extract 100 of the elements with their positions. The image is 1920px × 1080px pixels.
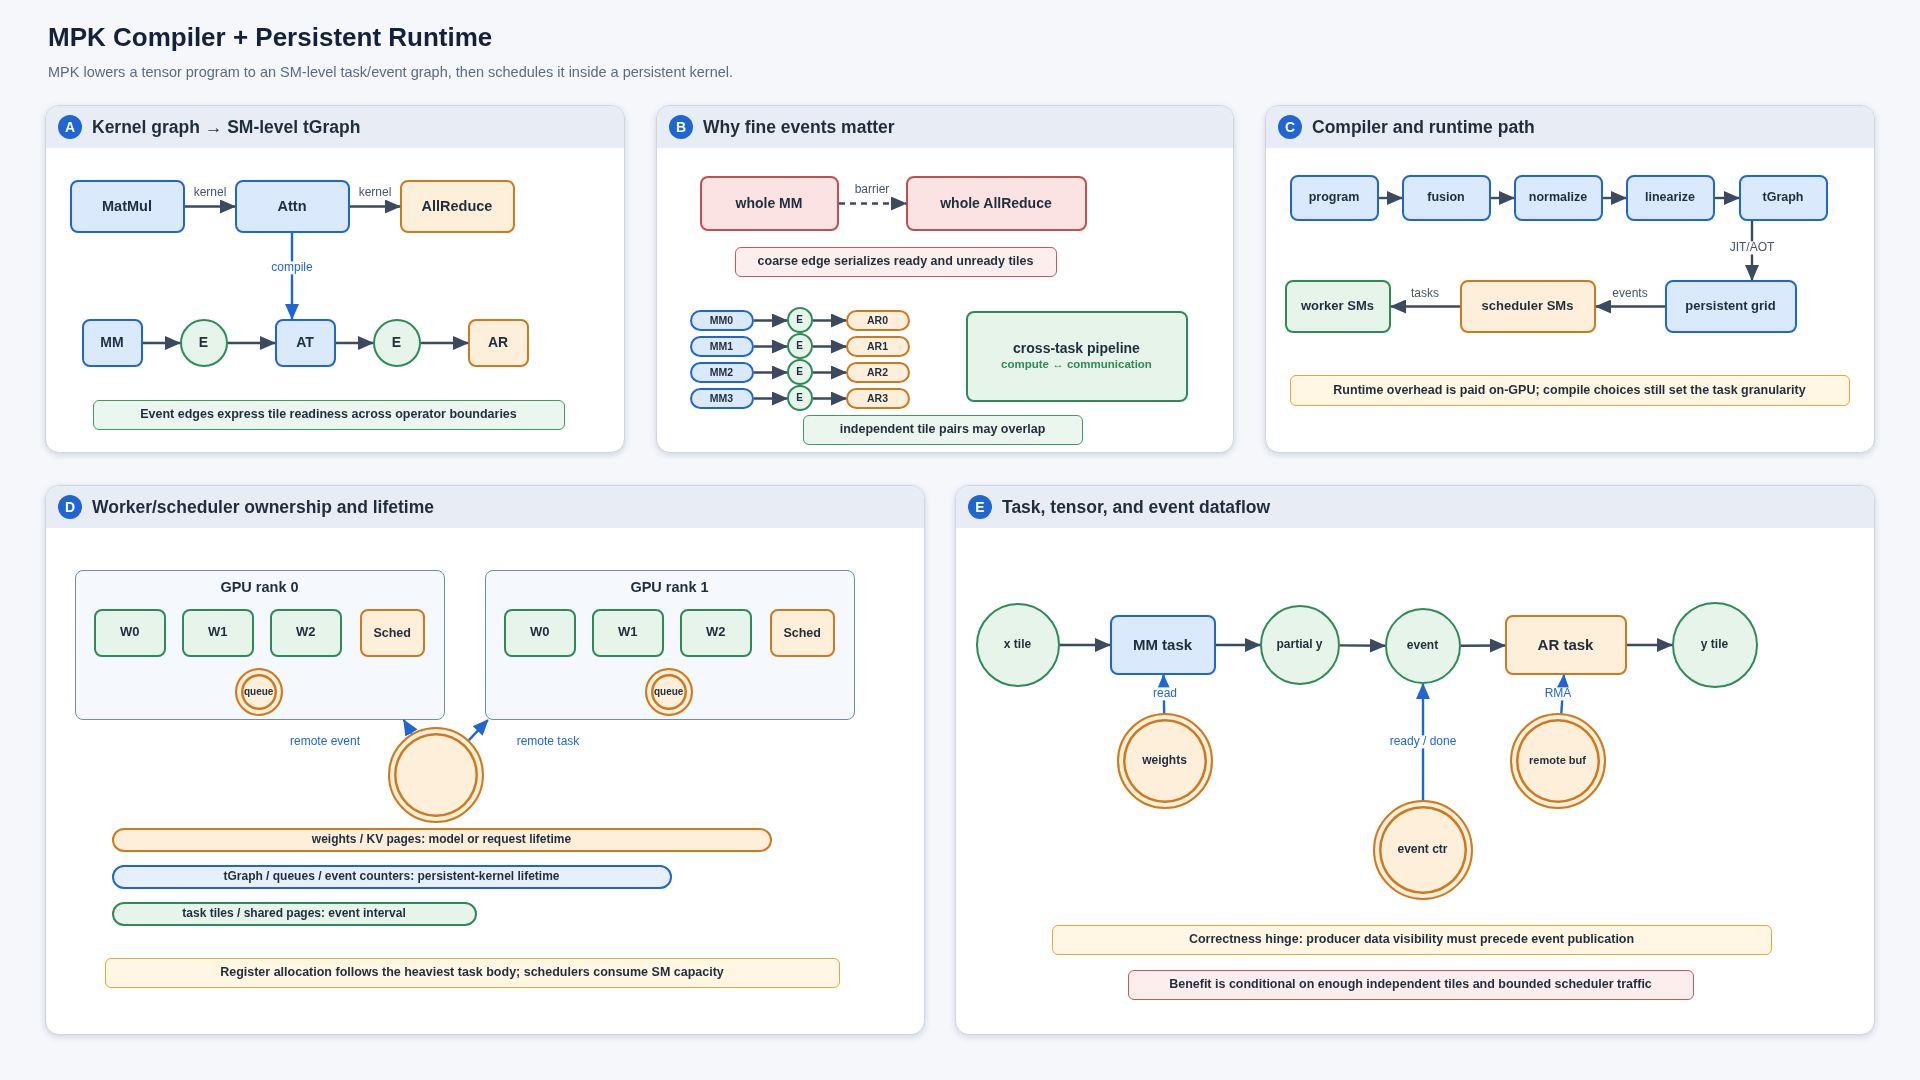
arrow [813, 313, 847, 328]
box-label: AR1 [866, 339, 889, 353]
tile-pill [845, 309, 910, 331]
arrow [1603, 191, 1627, 205]
group-title: GPU rank 0 [219, 578, 300, 596]
panel-card [1265, 105, 1875, 453]
box-label: tGraph [1761, 190, 1805, 205]
edge-label: ready / done [1387, 735, 1459, 749]
box-sublabel: compute ↔ communication [1000, 358, 1153, 372]
tile-pill [689, 387, 754, 409]
section-badge: E [968, 495, 992, 519]
edge-label: read [1151, 687, 1179, 701]
box-label: coarse edge serializes ready and unready tiles [756, 254, 1035, 269]
box-label: AR task [1536, 635, 1595, 654]
edge-label: RMA [1542, 687, 1574, 701]
arrow [1416, 683, 1430, 800]
box-label: whole AllReduce [939, 194, 1053, 212]
box-label: queue [242, 685, 275, 698]
arrow [1216, 638, 1261, 652]
arrow [1340, 638, 1386, 653]
box-label: scheduler SMs [1480, 298, 1575, 314]
stage-box [1401, 174, 1491, 221]
note-box [734, 246, 1057, 277]
sm-box [1459, 279, 1596, 333]
box-label: tGraph / queues / event counters: persistent-kernel lifetime [222, 869, 561, 884]
note-box [1051, 924, 1772, 955]
arrow [1379, 191, 1403, 205]
tile-pill [689, 361, 754, 383]
arrow [839, 196, 907, 211]
panel-card [45, 105, 625, 453]
box-label: y tile [1699, 637, 1730, 652]
task-box [467, 318, 529, 367]
box-label: Register allocation follows the heaviest task body; schedulers consume SM capacity [219, 965, 725, 980]
arrow [1627, 638, 1673, 652]
arrow [143, 336, 181, 350]
lifetime-bar [111, 864, 672, 889]
stage-box [1289, 174, 1379, 221]
box-label: MM1 [708, 339, 735, 353]
box-label: W0 [118, 625, 141, 641]
lifetime-bar [111, 827, 772, 852]
box-label: event ctr [1396, 842, 1449, 857]
box-label: cross-task pipeline [1012, 340, 1141, 357]
section-badge: C [1278, 115, 1302, 139]
stage-box [1625, 174, 1715, 221]
tile-pill [845, 335, 910, 357]
arrow [1491, 191, 1515, 205]
box-label: event [1405, 638, 1440, 653]
sm-box [1664, 279, 1797, 333]
box-label: MatMul [101, 197, 153, 215]
event-circle [786, 385, 813, 411]
box-label: whole MM [734, 194, 804, 212]
arrow [402, 719, 418, 737]
box-label: Runtime overhead is paid on-GPU; compile choices still set the task granularity [1332, 382, 1807, 398]
edge-label: JIT/AOT [1727, 241, 1777, 255]
kernel-box [905, 175, 1087, 231]
tile-pill [689, 309, 754, 331]
arrow [1461, 638, 1506, 653]
task-box [1504, 614, 1627, 675]
box-label: x tile [1002, 637, 1033, 652]
box-label: task tiles / shared pages: event interval [181, 906, 407, 921]
box-label: W1 [206, 625, 229, 641]
worker-box [269, 608, 342, 657]
arrow [228, 336, 276, 350]
panel-card [656, 105, 1234, 453]
subtitle: MPK lowers a tensor program to an SM-level task/event graph, then schedules it inside a persistent kernel. [48, 64, 734, 80]
arrow [813, 339, 847, 354]
worker-box [181, 608, 254, 657]
box-label: program [1307, 190, 1361, 205]
note-box [1127, 969, 1694, 1000]
box-label: Benefit is conditional on enough independent tiles and bounded scheduler traffic [1168, 977, 1653, 992]
box-label: queue [652, 685, 685, 698]
arrow [754, 313, 788, 328]
task-box [1109, 614, 1216, 675]
box-label: worker SMs [1300, 298, 1375, 314]
scheduler-box [359, 608, 425, 657]
arrow [1715, 191, 1740, 205]
gpu-rank-panel [484, 569, 855, 720]
box-label: MM task [1131, 635, 1194, 654]
box-label: linearize [1644, 190, 1696, 205]
box-label: MM3 [708, 391, 735, 405]
box-label: Correctness hinge: producer data visibility must precede event publication [1187, 932, 1636, 947]
edge-label: events [1610, 287, 1650, 301]
box-label: W2 [294, 625, 317, 641]
box-label: W0 [528, 625, 551, 641]
box-label: E [795, 314, 804, 326]
box-label: Attn [276, 197, 308, 215]
arrow [185, 199, 236, 214]
box-label: Sched [372, 625, 412, 640]
section-badge: A [58, 115, 82, 139]
box-label: E [795, 366, 804, 378]
arrow [1390, 299, 1460, 314]
pipeline-box [965, 310, 1188, 402]
task-box [274, 318, 336, 367]
box-label: AR3 [866, 391, 889, 405]
box-label: partial y [1275, 637, 1324, 652]
box-label: W1 [616, 625, 639, 641]
tile-pill [689, 335, 754, 357]
panel-title: Task, tensor, and event dataflow [1002, 496, 1271, 518]
event-circle [786, 333, 813, 359]
box-label: Event edges express tile readiness across operator boundaries [139, 407, 518, 422]
